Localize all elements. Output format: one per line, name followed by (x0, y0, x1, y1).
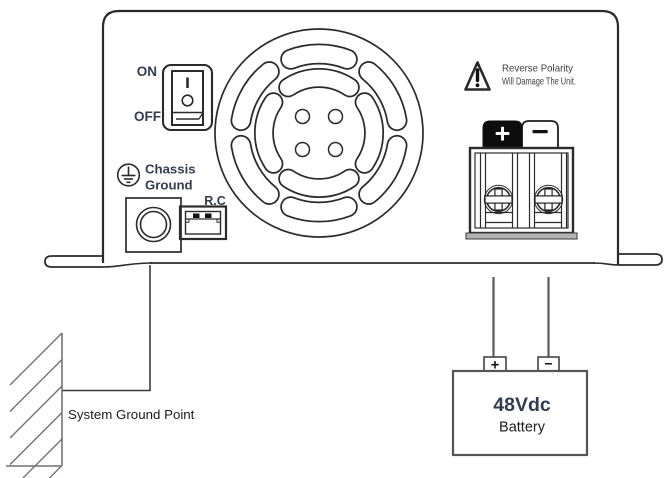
chassis-ground-symbol-icon (116, 163, 141, 187)
negative-terminal-label: − (531, 116, 549, 149)
mounting-foot-right (618, 253, 663, 266)
terminal-screw-negative (533, 184, 564, 215)
switch-off-label: OFF (134, 109, 161, 124)
terminal-screw-positive (483, 184, 514, 215)
positive-terminal-label: + (495, 119, 511, 149)
cooling-fan-icon (214, 28, 424, 238)
positive-terminal-tab (482, 120, 523, 149)
mounting-foot-left (44, 255, 103, 268)
battery-name-label: Battery (499, 420, 546, 436)
power-switch (161, 63, 214, 132)
battery-positive-label: + (491, 358, 499, 374)
system-ground-label: System Ground Point (68, 407, 195, 422)
system-ground-wire (62, 265, 151, 392)
warning-triangle-icon (464, 61, 491, 91)
rc-connector (178, 205, 228, 241)
dc-terminal-block: + − (465, 116, 578, 240)
warning-text-line2: Will Damage The Unit. (502, 77, 576, 88)
rc-label: R.C (204, 194, 226, 208)
ground-hatch-icon (6, 332, 63, 478)
battery-negative-label: − (544, 356, 552, 372)
chassis-ground-connector (125, 197, 182, 253)
battery-box: + − 48Vdc Battery (451, 356, 589, 457)
inverter-panel (44, 9, 663, 268)
switch-on-label: ON (137, 64, 157, 79)
chassis-ground-label-line2: Ground (145, 178, 193, 193)
warning-text-line1: Reverse Polarity (502, 64, 574, 75)
terminal-base-strip (465, 232, 578, 240)
negative-terminal-tab (521, 120, 559, 149)
battery-voltage-label: 48Vdc (493, 394, 551, 416)
chassis-ground-label-line1: Chassis (145, 162, 196, 177)
